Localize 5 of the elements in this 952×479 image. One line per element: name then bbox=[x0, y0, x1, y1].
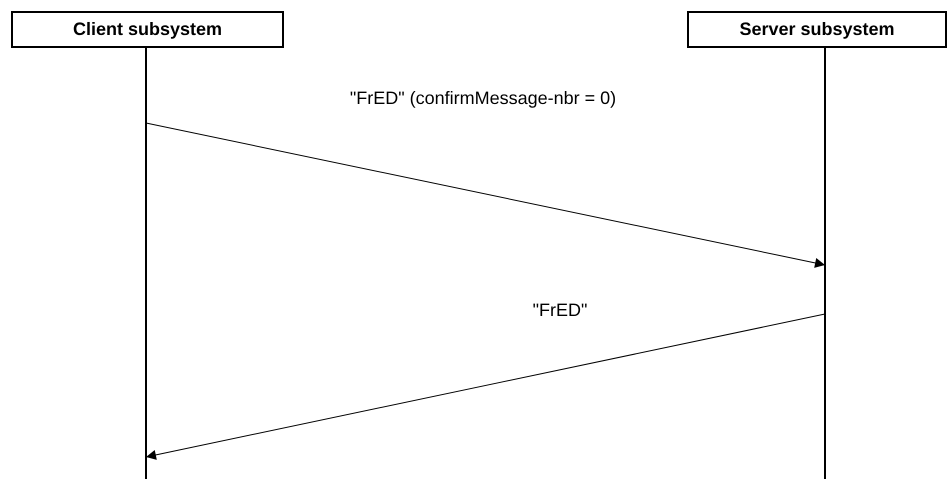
message-arrow bbox=[146, 122, 826, 268]
edge-label: "FrED" (confirmMessage-nbr = 0) bbox=[350, 88, 616, 109]
participant-box: Client subsystem bbox=[11, 11, 284, 48]
participant-box: Server subsystem bbox=[687, 11, 947, 48]
message-arrow bbox=[146, 314, 826, 460]
